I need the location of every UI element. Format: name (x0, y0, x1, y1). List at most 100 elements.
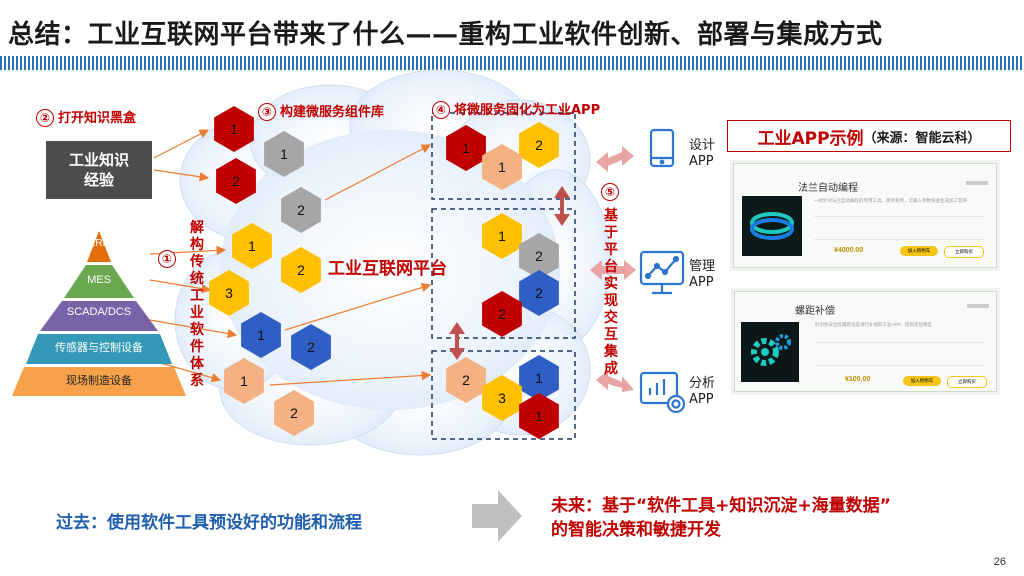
tablet-icon (649, 128, 675, 168)
app-c-hexagon-label: 1 (535, 370, 543, 386)
step-5-text: 基于平台实现交互集成 (604, 208, 618, 377)
lib-hexagon: 2 (281, 247, 321, 293)
app-b-hexagon-label: 2 (535, 285, 543, 301)
lib-hexagon: 1 (241, 312, 281, 358)
app-b-hexagon: 2 (519, 270, 559, 316)
app-c-hexagon: 3 (482, 375, 522, 421)
lib-hexagon: 1 (232, 223, 272, 269)
app-manage-label[interactable]: 管理 APP (689, 259, 715, 291)
app-analysis-line1: 分析 (689, 376, 716, 391)
page-number: 26 (993, 556, 1006, 568)
app-card-1[interactable]: 法兰自动编程 一款针对法兰自动编程的专用工具，简单易用，可输入参数快速生成加工程… (733, 163, 997, 268)
knowledge-box: 工业知识 经验 (46, 141, 152, 199)
card1-price: ¥4000.00 (834, 247, 864, 254)
step-4-text: 将微服务固化为工业APP (454, 103, 601, 118)
app-example-title: 工业APP示例 (757, 128, 864, 149)
step-3-number: ③ (258, 103, 276, 121)
lib-hexagon-label: 2 (232, 173, 240, 189)
future-line2: 的智能决策和敏捷开发 (551, 520, 721, 540)
step-5-number-wrap: ⑤ (601, 183, 623, 201)
platform-label: 工业互联网平台 (328, 259, 447, 279)
app-analysis-label[interactable]: 分析 APP (689, 376, 715, 408)
lib-hexagon-label: 2 (297, 202, 305, 218)
step-2-number: ② (36, 109, 54, 127)
app-a-hexagon-label: 1 (462, 140, 470, 156)
app-card-2[interactable]: 螺距补偿 针对机床丝杠螺距误差进行补偿的工业APP，提高定位精度 ¥100.00… (734, 291, 997, 392)
app-b-hexagon: 1 (482, 213, 522, 259)
pyramid-layer-1 (87, 231, 111, 262)
card1-info-row (814, 216, 984, 240)
pyramid-label-erp: ERP (88, 238, 110, 249)
app-design-label[interactable]: 设计 APP (689, 138, 715, 170)
card1-thumbnail (742, 196, 802, 256)
card2-buy-button[interactable]: 立即购买 (947, 376, 987, 388)
card2-info-row (815, 342, 985, 366)
app-link-arrows (590, 146, 636, 392)
lib-hexagon: 2 (281, 187, 321, 233)
lib-hexagon: 3 (209, 270, 249, 316)
app-manage-line2: APP (689, 275, 714, 290)
knowledge-line2: 经验 (83, 171, 114, 189)
lib-hexagon: 1 (214, 106, 254, 152)
app-c-hexagon-label: 3 (498, 390, 506, 406)
card2-desc: 针对机床丝杠螺距误差进行补偿的工业APP，提高定位精度 (815, 322, 933, 327)
past-text: 过去：使用软件工具预设好的功能和流程 (56, 513, 362, 533)
lib-hexagon-label: 2 (307, 339, 315, 355)
lib-hexagon-label: 1 (248, 238, 256, 254)
lib-hexagon-label: 1 (280, 146, 288, 162)
app-b-hexagon: 2 (519, 233, 559, 279)
knowledge-line1: 工业知识 (68, 151, 129, 169)
app-design-line1: 设计 (689, 138, 716, 153)
step-3-label: ③ 构建微服务组件库 (258, 101, 384, 121)
lib-hexagon-label: 1 (230, 121, 238, 137)
lib-hexagon-label: 2 (290, 405, 298, 421)
pyramid-layer-2 (64, 265, 134, 298)
card1-tag (966, 181, 988, 185)
lib-hexagon: 1 (224, 358, 264, 404)
card2-thumbnail (741, 322, 799, 382)
app-a-hexagon-label: 1 (498, 159, 506, 175)
app-c-hexagon-label: 2 (462, 372, 470, 388)
app-b-hexagon-label: 2 (498, 306, 506, 322)
page-title: 总结：工业互联网平台带来了什么——重构工业软件创新、部署与集成方式 (8, 20, 883, 50)
app-manage-line1: 管理 (689, 259, 716, 274)
card1-title: 法兰自动编程 (798, 183, 858, 194)
card1-cart-button[interactable]: 加入购物车 (900, 246, 938, 256)
card2-title: 螺距补偿 (795, 306, 835, 317)
lib-hexagon: 2 (216, 158, 256, 204)
app-a-hexagon: 1 (482, 144, 522, 190)
step-1-number: ① (158, 250, 176, 268)
title-divider (0, 56, 1024, 70)
future-text: 未来：基于“软件工具+知识沉淀+海量数据” 的智能决策和敏捷开发 (551, 494, 891, 542)
pyramid (12, 231, 186, 396)
transition-arrow (472, 490, 522, 542)
lib-hexagon-label: 1 (257, 327, 265, 343)
card1-buy-button[interactable]: 立即购买 (944, 246, 984, 258)
app-a-hexagon: 2 (519, 122, 559, 168)
step-3-text: 构建微服务组件库 (280, 105, 385, 120)
pyramid-layer-5 (12, 367, 186, 396)
step-1-number-wrap: ① (158, 250, 180, 268)
pyramid-label-scada: SCADA/DCS (66, 306, 132, 318)
double-arrow-2 (449, 322, 465, 360)
card2-cart-button[interactable]: 加入购物车 (903, 376, 941, 386)
double-arrow-1 (554, 186, 570, 226)
card1-desc: 一款针对法兰自动编程的专用工具，简单易用，可输入参数快速生成加工程序 (814, 198, 967, 203)
pyramid-label-mes: MES (87, 274, 111, 286)
lib-hexagon: 2 (274, 390, 314, 436)
bar-chart-icon (639, 371, 686, 414)
pyramid-label-sensor: 传感器与控制设备 (55, 342, 143, 354)
app-a-hexagon: 1 (446, 125, 486, 171)
app-c-hexagon-label: 1 (535, 408, 543, 424)
step-4-number: ④ (432, 101, 450, 119)
step-5-number: ⑤ (601, 183, 619, 201)
lib-to-app-arrows (269, 144, 432, 386)
step-2-text: 打开知识黑盒 (58, 111, 137, 126)
app-c-hexagon: 1 (519, 355, 559, 401)
lib-hexagon-label: 2 (297, 262, 305, 278)
app-example-source: （来源：智能云科） (863, 130, 981, 146)
app-b-hexagon: 2 (482, 291, 522, 337)
